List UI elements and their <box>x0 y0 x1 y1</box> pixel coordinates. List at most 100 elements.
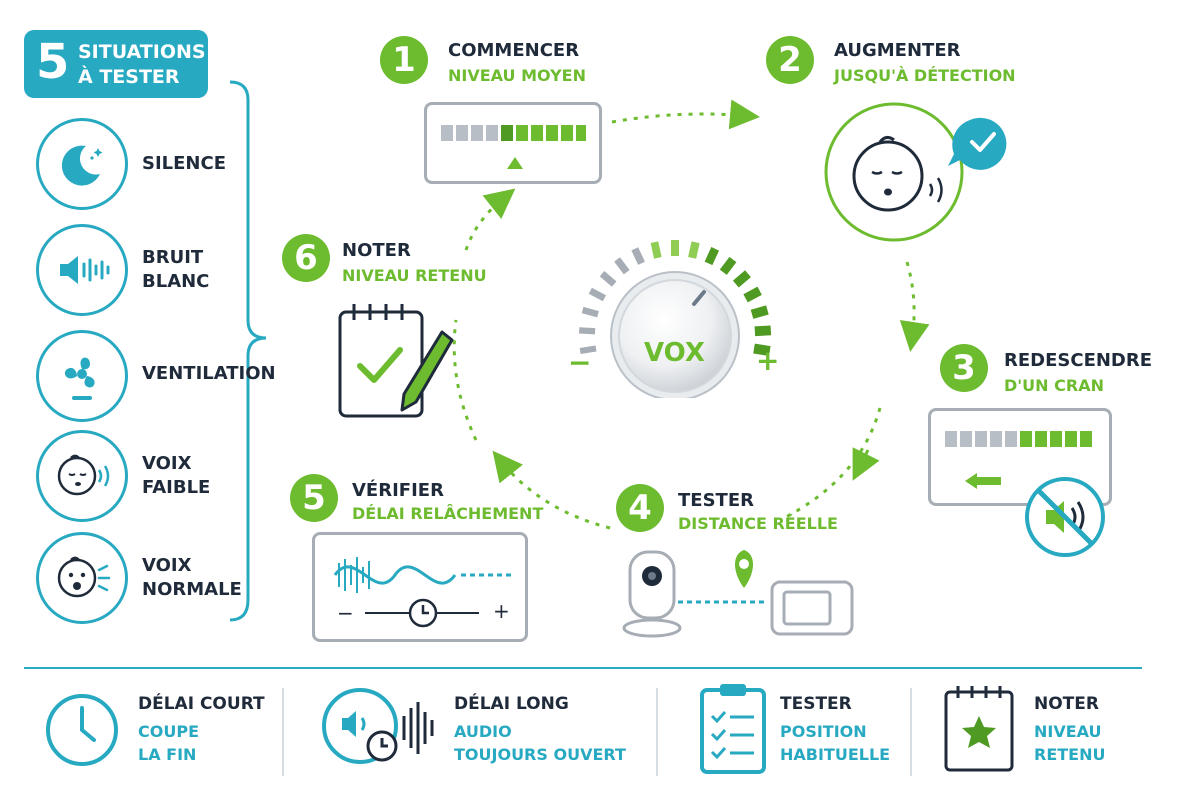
footer-sub-line1: POSITION <box>780 722 867 741</box>
knob-tick <box>750 305 769 319</box>
knob-tick <box>578 327 596 335</box>
knob-tick <box>754 325 772 337</box>
slider-minus: − <box>337 601 354 625</box>
step-3-number: 3 <box>940 344 988 392</box>
waveform-icon <box>333 557 511 628</box>
notepad-check-icon <box>330 298 460 428</box>
situation-label-line2: FAIBLE <box>142 477 211 498</box>
footer-sub-short-delay: COUPE LA FIN <box>138 720 199 766</box>
footer-title-long-delay: DÉLAI LONG <box>454 694 569 714</box>
vox-sensitivity-knob[interactable]: VOX − + <box>560 218 790 402</box>
step-5-subtitle: DÉLAI RELÂCHEMENT <box>352 504 544 523</box>
situations-header-line2: À TESTER <box>78 66 180 88</box>
footer-title-note-level: NOTER <box>1034 694 1099 714</box>
step-6-title: NOTER <box>342 240 411 261</box>
step-6-number: 6 <box>282 234 330 282</box>
footer-separator <box>910 688 912 776</box>
step-2-number: 2 <box>766 36 814 84</box>
checklist-icon <box>696 680 770 780</box>
baby-soft-icon <box>36 430 128 522</box>
knob-label: VOX <box>644 338 705 368</box>
situation-label-normal-voice: VOIX NORMALE <box>142 554 242 602</box>
situation-normal-voice <box>36 532 128 624</box>
footer-sub-long-delay: AUDIO TOUJOURS OUVERT <box>454 720 626 766</box>
audio-clock-icon <box>316 682 440 776</box>
fan-icon <box>36 330 128 422</box>
step-3-title: REDESCENDRE <box>1004 350 1153 371</box>
footer-sub-line2: TOUJOURS OUVERT <box>454 745 626 764</box>
situations-header-badge: 5 SITUATIONS À TESTER <box>24 30 208 98</box>
situation-label-soft-voice: VOIX FAIBLE <box>142 452 210 500</box>
slider-plus: + <box>493 599 510 623</box>
footer-sub-line2: HABITUELLE <box>780 745 891 764</box>
situation-label-line2: NORMALE <box>142 579 242 600</box>
muted-speaker-icon <box>1022 474 1108 564</box>
baby-camera-icon <box>622 550 682 638</box>
knob-tick <box>588 287 607 302</box>
footer-title-short-delay: DÉLAI COURT <box>138 694 265 714</box>
moon-icon <box>36 118 128 210</box>
arrow-left-icon <box>965 473 1001 489</box>
knob-tick <box>719 256 737 275</box>
step-1-subtitle: NIVEAU MOYEN <box>448 66 586 85</box>
speaker-icon <box>36 224 128 316</box>
knob-tick <box>688 241 700 259</box>
knob-tick <box>650 241 662 259</box>
situation-label-white-noise: BRUIT BLANC <box>142 246 209 294</box>
baby-detected-icon <box>822 100 1032 254</box>
footer-title-test-position: TESTER <box>780 694 852 714</box>
footer-sub-line2: RETENU <box>1034 745 1106 764</box>
situation-white-noise <box>36 224 128 316</box>
footer-separator <box>656 688 658 776</box>
step-1-number: 1 <box>380 36 428 84</box>
situations-count: 5 <box>36 34 70 90</box>
footer-sub-test-position: POSITION HABITUELLE <box>780 720 890 766</box>
knob-tick <box>732 270 751 288</box>
distance-test-illustration <box>616 540 866 644</box>
knob-tick <box>581 306 599 318</box>
release-delay-panel: − + <box>312 532 528 642</box>
footer-sub-line1: NIVEAU <box>1034 722 1102 741</box>
step-5-number: 5 <box>290 474 338 522</box>
footer-sub-note-level: NIVEAU RETENU <box>1034 720 1105 766</box>
step-5-title: VÉRIFIER <box>352 480 444 501</box>
step-4-number: 4 <box>616 484 664 532</box>
footer-separator <box>282 688 284 776</box>
situation-silence <box>36 118 128 210</box>
knob-tick <box>743 286 762 303</box>
situation-label-ventilation: VENTILATION <box>142 363 276 384</box>
situation-label-line2: BLANC <box>142 271 210 292</box>
knob-tick <box>579 345 597 354</box>
baby-loud-icon <box>36 532 128 624</box>
footer-sub-line1: AUDIO <box>454 722 512 741</box>
knob-tick <box>631 247 645 265</box>
check-bubble-icon <box>948 117 1007 170</box>
situation-label-line1: VOIX <box>142 555 192 576</box>
step-6-subtitle: NIVEAU RETENU <box>342 266 487 285</box>
step-1-title: COMMENCER <box>448 40 580 61</box>
situation-label-line1: VOIX <box>142 453 192 474</box>
level-meter-medium <box>424 102 602 184</box>
knob-tick <box>753 343 771 356</box>
step-4-subtitle: DISTANCE RÉELLE <box>678 514 838 533</box>
notepad-star-icon <box>940 682 1020 778</box>
knob-plus: + <box>756 344 780 377</box>
knob-tick <box>614 257 630 275</box>
parent-monitor-icon <box>770 580 854 636</box>
footer-sub-line2: LA FIN <box>138 745 197 764</box>
situation-ventilation <box>36 330 128 422</box>
step-2-subtitle: JUSQU'À DÉTECTION <box>834 66 1016 85</box>
situations-header-line1: SITUATIONS <box>78 41 206 63</box>
situations-bracket <box>229 80 267 622</box>
step-3-subtitle: D'UN CRAN <box>1004 376 1104 395</box>
step-2-title: AUGMENTER <box>834 40 961 61</box>
situation-label-line1: BRUIT <box>142 247 204 268</box>
knob-tick <box>599 270 617 287</box>
knob-minus: − <box>568 346 592 379</box>
step-4-title: TESTER <box>678 490 754 511</box>
location-pin-icon <box>735 550 753 588</box>
situation-soft-voice <box>36 430 128 522</box>
clock-icon <box>40 682 124 776</box>
situation-label-silence: SILENCE <box>142 153 226 174</box>
